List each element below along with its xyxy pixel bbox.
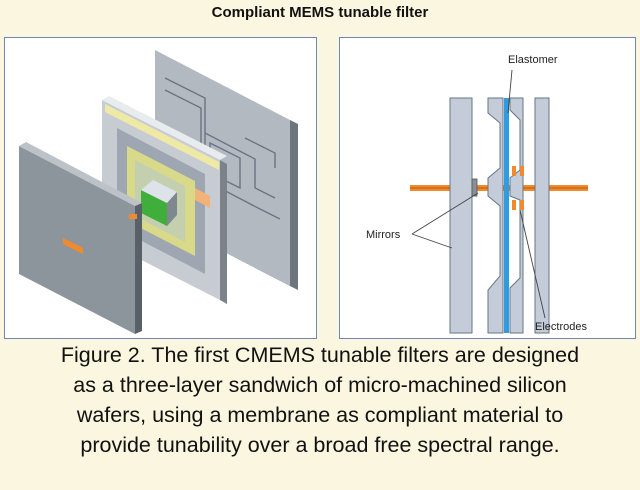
elastomer-layer xyxy=(504,98,509,333)
cross-section-illustration: Elastomer Mirrors Electrodes xyxy=(366,54,588,334)
electrode-bottom-right xyxy=(520,200,524,210)
middle-plate xyxy=(487,97,504,334)
exploded-view-illustration xyxy=(19,50,298,334)
cross-section-panel: Elastomer Mirrors Electrodes xyxy=(339,37,636,339)
left-plate xyxy=(449,97,473,334)
mirrors-label: Mirrors xyxy=(366,229,401,241)
caption-line: Figure 2. The first CMEMS tunable filter… xyxy=(60,343,580,367)
outer-right-plate xyxy=(534,97,550,334)
caption-line: provide tunability over a broad free spe… xyxy=(80,433,560,457)
exploded-view-panel xyxy=(4,37,317,339)
electrode-top-left xyxy=(512,166,516,176)
electrodes-label: Electrodes xyxy=(535,321,587,333)
caption-line: as a three-layer sandwich of micro-machi… xyxy=(73,373,567,397)
left-mirror xyxy=(471,178,478,197)
figure-caption: Figure 2. The first CMEMS tunable filter… xyxy=(4,340,636,460)
figure-title: Compliant MEMS tunable filter xyxy=(211,4,429,21)
caption-line: wafers, using a membrane as compliant ma… xyxy=(76,403,564,427)
electrode-bottom-left xyxy=(512,200,516,210)
front-wafer xyxy=(19,142,142,334)
electrode-top-right xyxy=(520,166,524,176)
elastomer-label: Elastomer xyxy=(508,54,558,66)
